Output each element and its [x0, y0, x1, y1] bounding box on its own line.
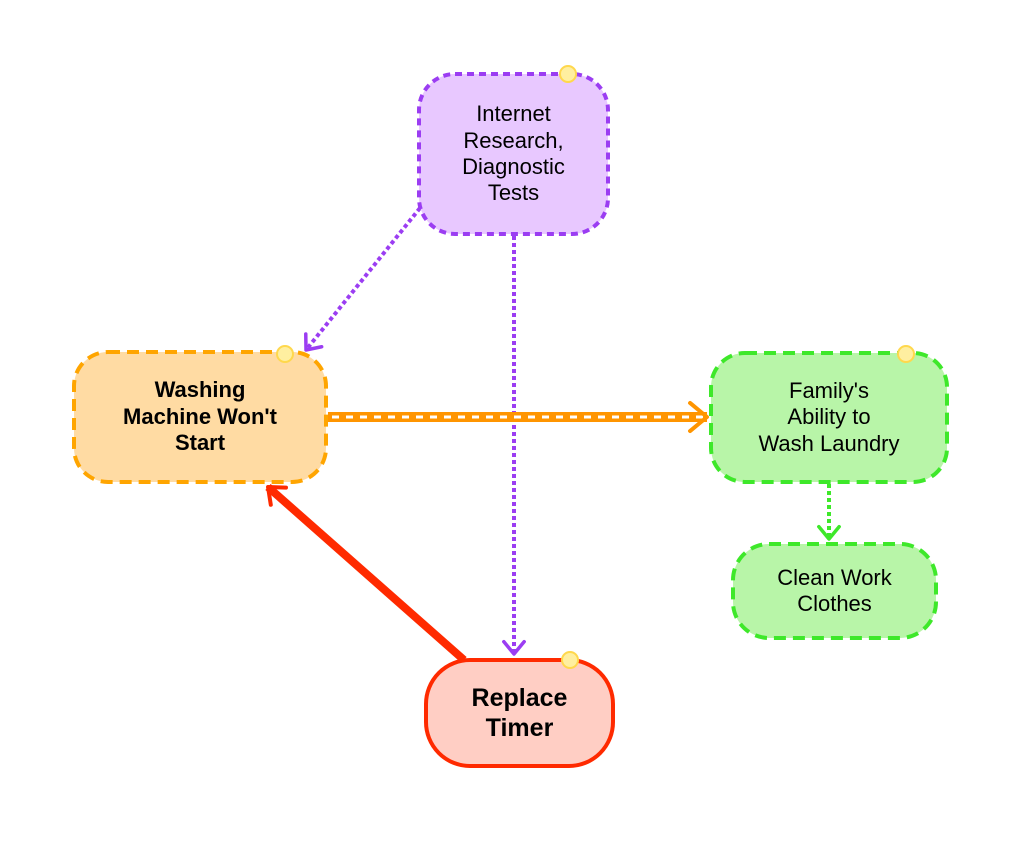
note-marker-icon[interactable] [276, 345, 294, 363]
edge-solution-problem-arrowhead-icon [266, 485, 288, 507]
edge-problem-ability-arrowhead-icon [688, 400, 709, 434]
edge-ability-clothes-arrowhead-icon [817, 524, 841, 541]
note-marker-icon[interactable] [897, 345, 915, 363]
node-box-clothes[interactable] [731, 542, 938, 640]
note-marker-icon[interactable] [559, 65, 577, 83]
node-box-problem[interactable] [72, 350, 328, 484]
edges-layer [265, 206, 841, 663]
edge-research-solution-arrowhead-icon [502, 639, 526, 656]
note-marker-icon[interactable] [561, 651, 579, 669]
node-box-ability[interactable] [709, 351, 949, 484]
edge-research-problem[interactable] [304, 206, 422, 352]
node-box-research[interactable] [417, 72, 610, 236]
nodes-layer [72, 65, 949, 768]
edge-solution-problem[interactable] [265, 484, 467, 663]
edge-research-problem-arrowhead-icon [304, 332, 324, 352]
node-box-solution[interactable] [424, 658, 615, 768]
